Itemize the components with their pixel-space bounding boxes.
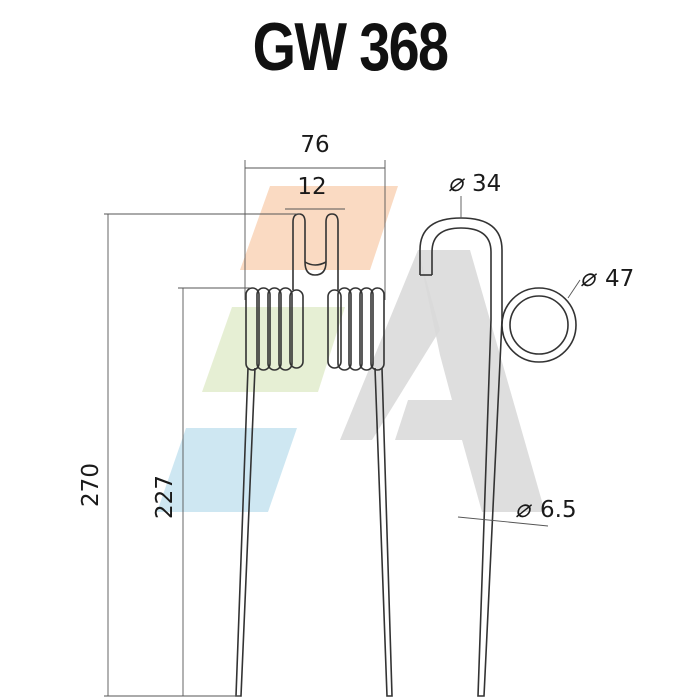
front-view: 76 12 270	[78, 132, 393, 697]
watermark-grey-a-left	[340, 250, 440, 440]
loop-gap-label: 12	[297, 174, 326, 200]
right-tine-leg	[374, 367, 393, 697]
left-tine-leg	[235, 367, 256, 697]
watermark-logo	[157, 186, 545, 512]
watermark-blue-band	[157, 428, 297, 512]
coil-outer	[501, 287, 577, 363]
side-tine-leg	[477, 319, 503, 697]
coil-diameter-symbol: ⌀	[580, 263, 598, 292]
left-coil	[245, 287, 304, 371]
right-coil	[327, 287, 385, 371]
hook-diameter-label: 34	[472, 171, 501, 197]
wire-dim-line	[457, 516, 549, 527]
page-title: GW 368	[252, 9, 449, 85]
top-loop-inner	[304, 261, 327, 266]
watermark-green-band	[202, 307, 345, 392]
coil-leader	[567, 279, 581, 299]
watermark-orange-band	[240, 186, 398, 270]
hook-inner	[431, 227, 492, 320]
coil-diameter-label: 47	[605, 266, 634, 292]
coil-inner	[509, 295, 569, 355]
side-view: ⌀ 34 ⌀ 47 ⌀ 6.5	[419, 168, 634, 697]
hook-diameter-symbol: ⌀	[448, 168, 466, 197]
total-length-label: 270	[78, 463, 104, 507]
wire-diameter-symbol: ⌀	[515, 494, 533, 523]
overall-width-label: 76	[300, 132, 329, 158]
wire-diameter-label: 6.5	[540, 497, 577, 523]
tine-length-label: 227	[152, 475, 178, 519]
